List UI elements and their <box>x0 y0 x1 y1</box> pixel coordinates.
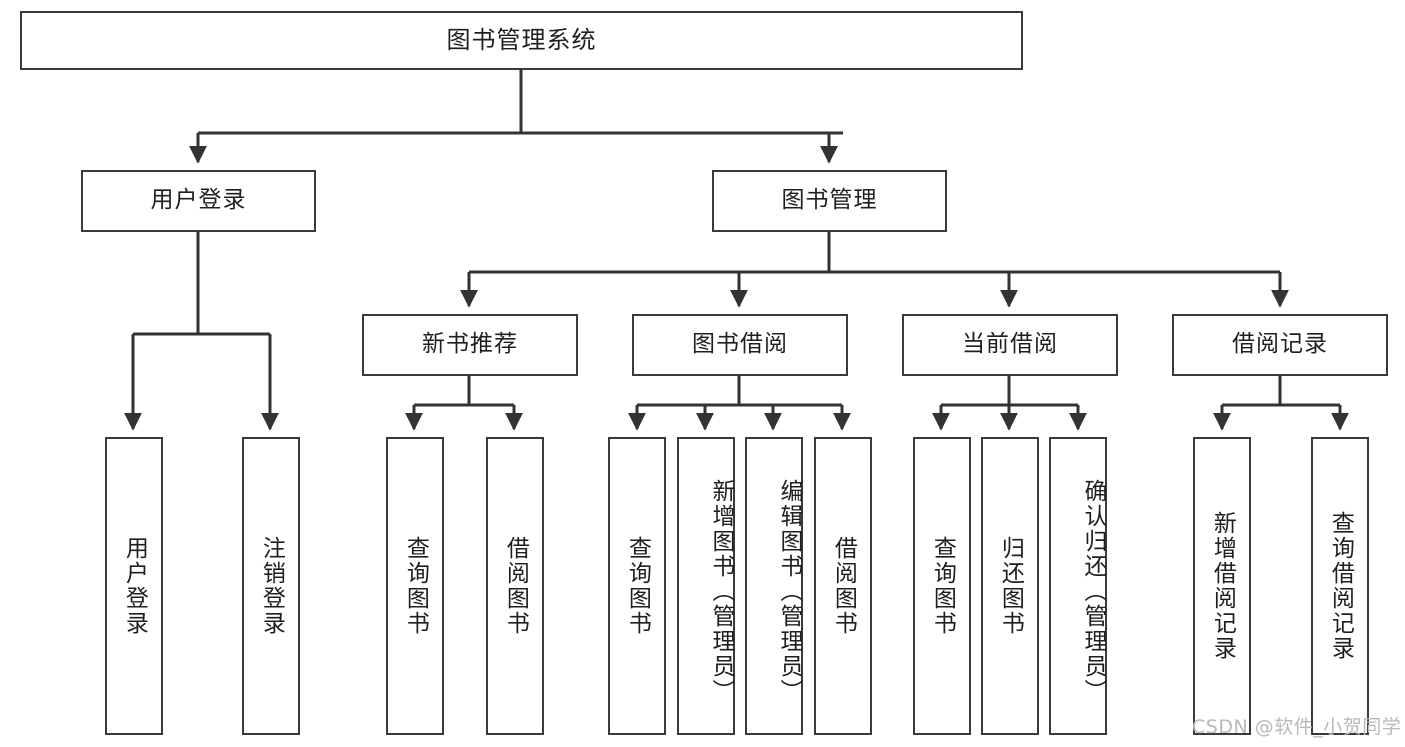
node-leaf-borrow-book-2[interactable]: 借阅图书 <box>814 437 872 735</box>
node-leaf-query-book-3-label: 查询图书 <box>929 536 956 636</box>
node-user-login[interactable]: 用户登录 <box>81 170 316 232</box>
node-leaf-borrow-book-2-label: 借阅图书 <box>830 536 857 636</box>
node-leaf-borrow-book-1-label: 借阅图书 <box>502 536 529 636</box>
node-leaf-query-book-1[interactable]: 查询图书 <box>386 437 444 735</box>
node-leaf-return-book[interactable]: 归还图书 <box>981 437 1039 735</box>
node-leaf-add-book-label: 新增图书（管理员） <box>708 478 734 704</box>
node-leaf-add-record-label: 新增借阅记录 <box>1209 511 1236 661</box>
node-leaf-query-record[interactable]: 查询借阅记录 <box>1311 437 1369 735</box>
node-leaf-add-book[interactable]: 新增图书（管理员） <box>677 437 735 735</box>
node-leaf-query-book-3[interactable]: 查询图书 <box>913 437 971 735</box>
node-user-login-label: 用户登录 <box>150 187 247 214</box>
node-borrow-record-label: 借阅记录 <box>1232 331 1328 358</box>
node-book-borrow[interactable]: 图书借阅 <box>632 314 848 376</box>
node-leaf-user-logout-label: 注销登录 <box>258 536 285 636</box>
node-leaf-return-book-label: 归还图书 <box>997 536 1024 636</box>
node-leaf-query-book-2-label: 查询图书 <box>624 536 651 636</box>
node-root[interactable]: 图书管理系统 <box>20 11 1023 70</box>
node-leaf-add-record[interactable]: 新增借阅记录 <box>1193 437 1251 735</box>
node-leaf-user-login[interactable]: 用户登录 <box>105 437 163 735</box>
node-leaf-confirm-return[interactable]: 确认归还（管理员） <box>1049 437 1107 735</box>
node-leaf-edit-book-label: 编辑图书（管理员） <box>776 478 802 704</box>
node-leaf-edit-book[interactable]: 编辑图书（管理员） <box>745 437 803 735</box>
node-new-book-recommend-label: 新书推荐 <box>422 331 518 358</box>
node-book-manage-label: 图书管理 <box>781 187 878 214</box>
node-leaf-user-logout[interactable]: 注销登录 <box>242 437 300 735</box>
node-current-borrow-label: 当前借阅 <box>962 331 1058 358</box>
node-leaf-query-book-1-label: 查询图书 <box>402 536 429 636</box>
node-leaf-user-login-label: 用户登录 <box>121 536 148 636</box>
node-new-book-recommend[interactable]: 新书推荐 <box>362 314 578 376</box>
node-current-borrow[interactable]: 当前借阅 <box>902 314 1118 376</box>
node-book-manage[interactable]: 图书管理 <box>712 170 947 232</box>
node-leaf-borrow-book-1[interactable]: 借阅图书 <box>486 437 544 735</box>
node-borrow-record[interactable]: 借阅记录 <box>1172 314 1388 376</box>
node-root-label: 图书管理系统 <box>446 26 597 55</box>
node-leaf-query-book-2[interactable]: 查询图书 <box>608 437 666 735</box>
node-book-borrow-label: 图书借阅 <box>692 331 788 358</box>
node-leaf-confirm-return-label: 确认归还（管理员） <box>1080 478 1106 704</box>
node-leaf-query-record-label: 查询借阅记录 <box>1327 511 1354 661</box>
